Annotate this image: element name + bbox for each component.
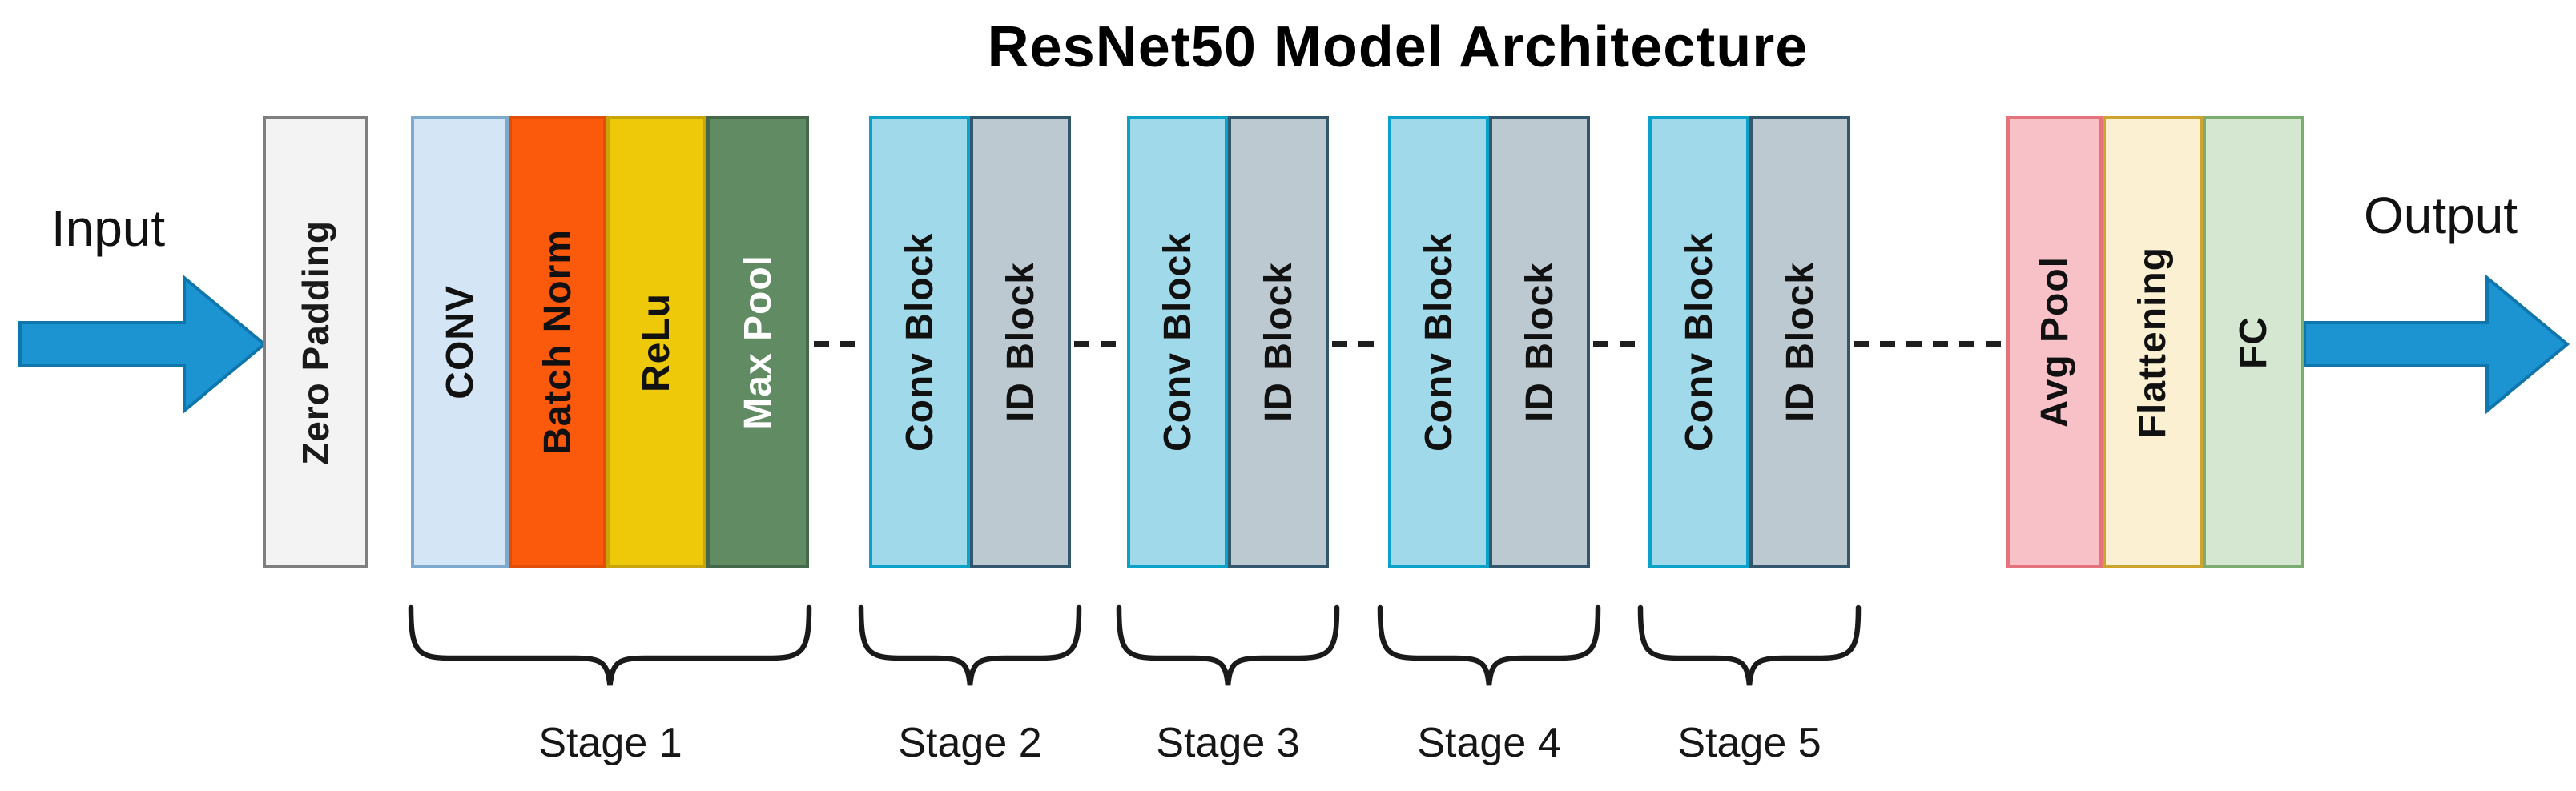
relu-label: ReLu xyxy=(635,292,678,392)
id-block-label: ID Block xyxy=(1518,262,1561,423)
batch-norm-label: Batch Norm xyxy=(536,229,579,456)
conv-block-stage1: CONV xyxy=(411,116,509,568)
diagram-title: ResNet50 Model Architecture xyxy=(987,15,1809,79)
stage-4-brace xyxy=(1377,604,1601,686)
zero-padding-block: Zero Padding xyxy=(263,116,368,568)
stage-1-label: Stage 1 xyxy=(538,720,682,766)
conv-block-label: Conv Block xyxy=(1417,232,1460,452)
conv-block-label: Conv Block xyxy=(898,232,941,452)
id-block-stage4: ID Block xyxy=(1489,116,1590,568)
id-block-stage3: ID Block xyxy=(1228,116,1329,568)
stage-1-brace xyxy=(408,604,812,686)
id-block-stage2: ID Block xyxy=(970,116,1071,568)
conv-block-stage4: Conv Block xyxy=(1388,116,1489,568)
stage-2-brace xyxy=(858,604,1082,686)
id-block-label: ID Block xyxy=(1778,262,1821,423)
max-pool-block: Max Pool xyxy=(706,116,809,568)
stage-3-brace xyxy=(1116,604,1340,686)
output-arrow-icon xyxy=(2303,274,2570,415)
conv-block-stage5: Conv Block xyxy=(1648,116,1749,568)
conv-block-label: Conv Block xyxy=(1156,232,1199,452)
fc-label: FC xyxy=(2232,315,2275,369)
id-block-stage5: ID Block xyxy=(1749,116,1850,568)
input-label: Input xyxy=(50,199,166,257)
id-block-label: ID Block xyxy=(999,262,1042,423)
flattening-block: Flattening xyxy=(2103,116,2203,568)
flattening-label: Flattening xyxy=(2131,246,2174,439)
stage-5-brace xyxy=(1637,604,1862,686)
id-block-label: ID Block xyxy=(1257,262,1300,423)
avg-pool-block: Avg Pool xyxy=(2006,116,2103,568)
batch-norm-block: Batch Norm xyxy=(509,116,606,568)
stage-3-label: Stage 3 xyxy=(1156,720,1300,766)
conv-block-label: Conv Block xyxy=(1677,232,1721,452)
stage-4-label: Stage 4 xyxy=(1417,720,1561,766)
conv-block-stage3: Conv Block xyxy=(1127,116,1228,568)
avg-pool-label: Avg Pool xyxy=(2033,256,2076,428)
zero-padding-label: Zero Padding xyxy=(295,219,336,465)
relu-block: ReLu xyxy=(606,116,706,568)
conv-label: CONV xyxy=(438,285,481,400)
input-arrow-icon xyxy=(18,274,268,415)
output-label: Output xyxy=(2363,187,2518,244)
stage-5-label: Stage 5 xyxy=(1677,720,1821,766)
fc-block: FC xyxy=(2203,116,2304,568)
stage-2-label: Stage 2 xyxy=(898,720,1042,766)
conv-block-stage2: Conv Block xyxy=(869,116,970,568)
max-pool-label: Max Pool xyxy=(736,255,779,430)
